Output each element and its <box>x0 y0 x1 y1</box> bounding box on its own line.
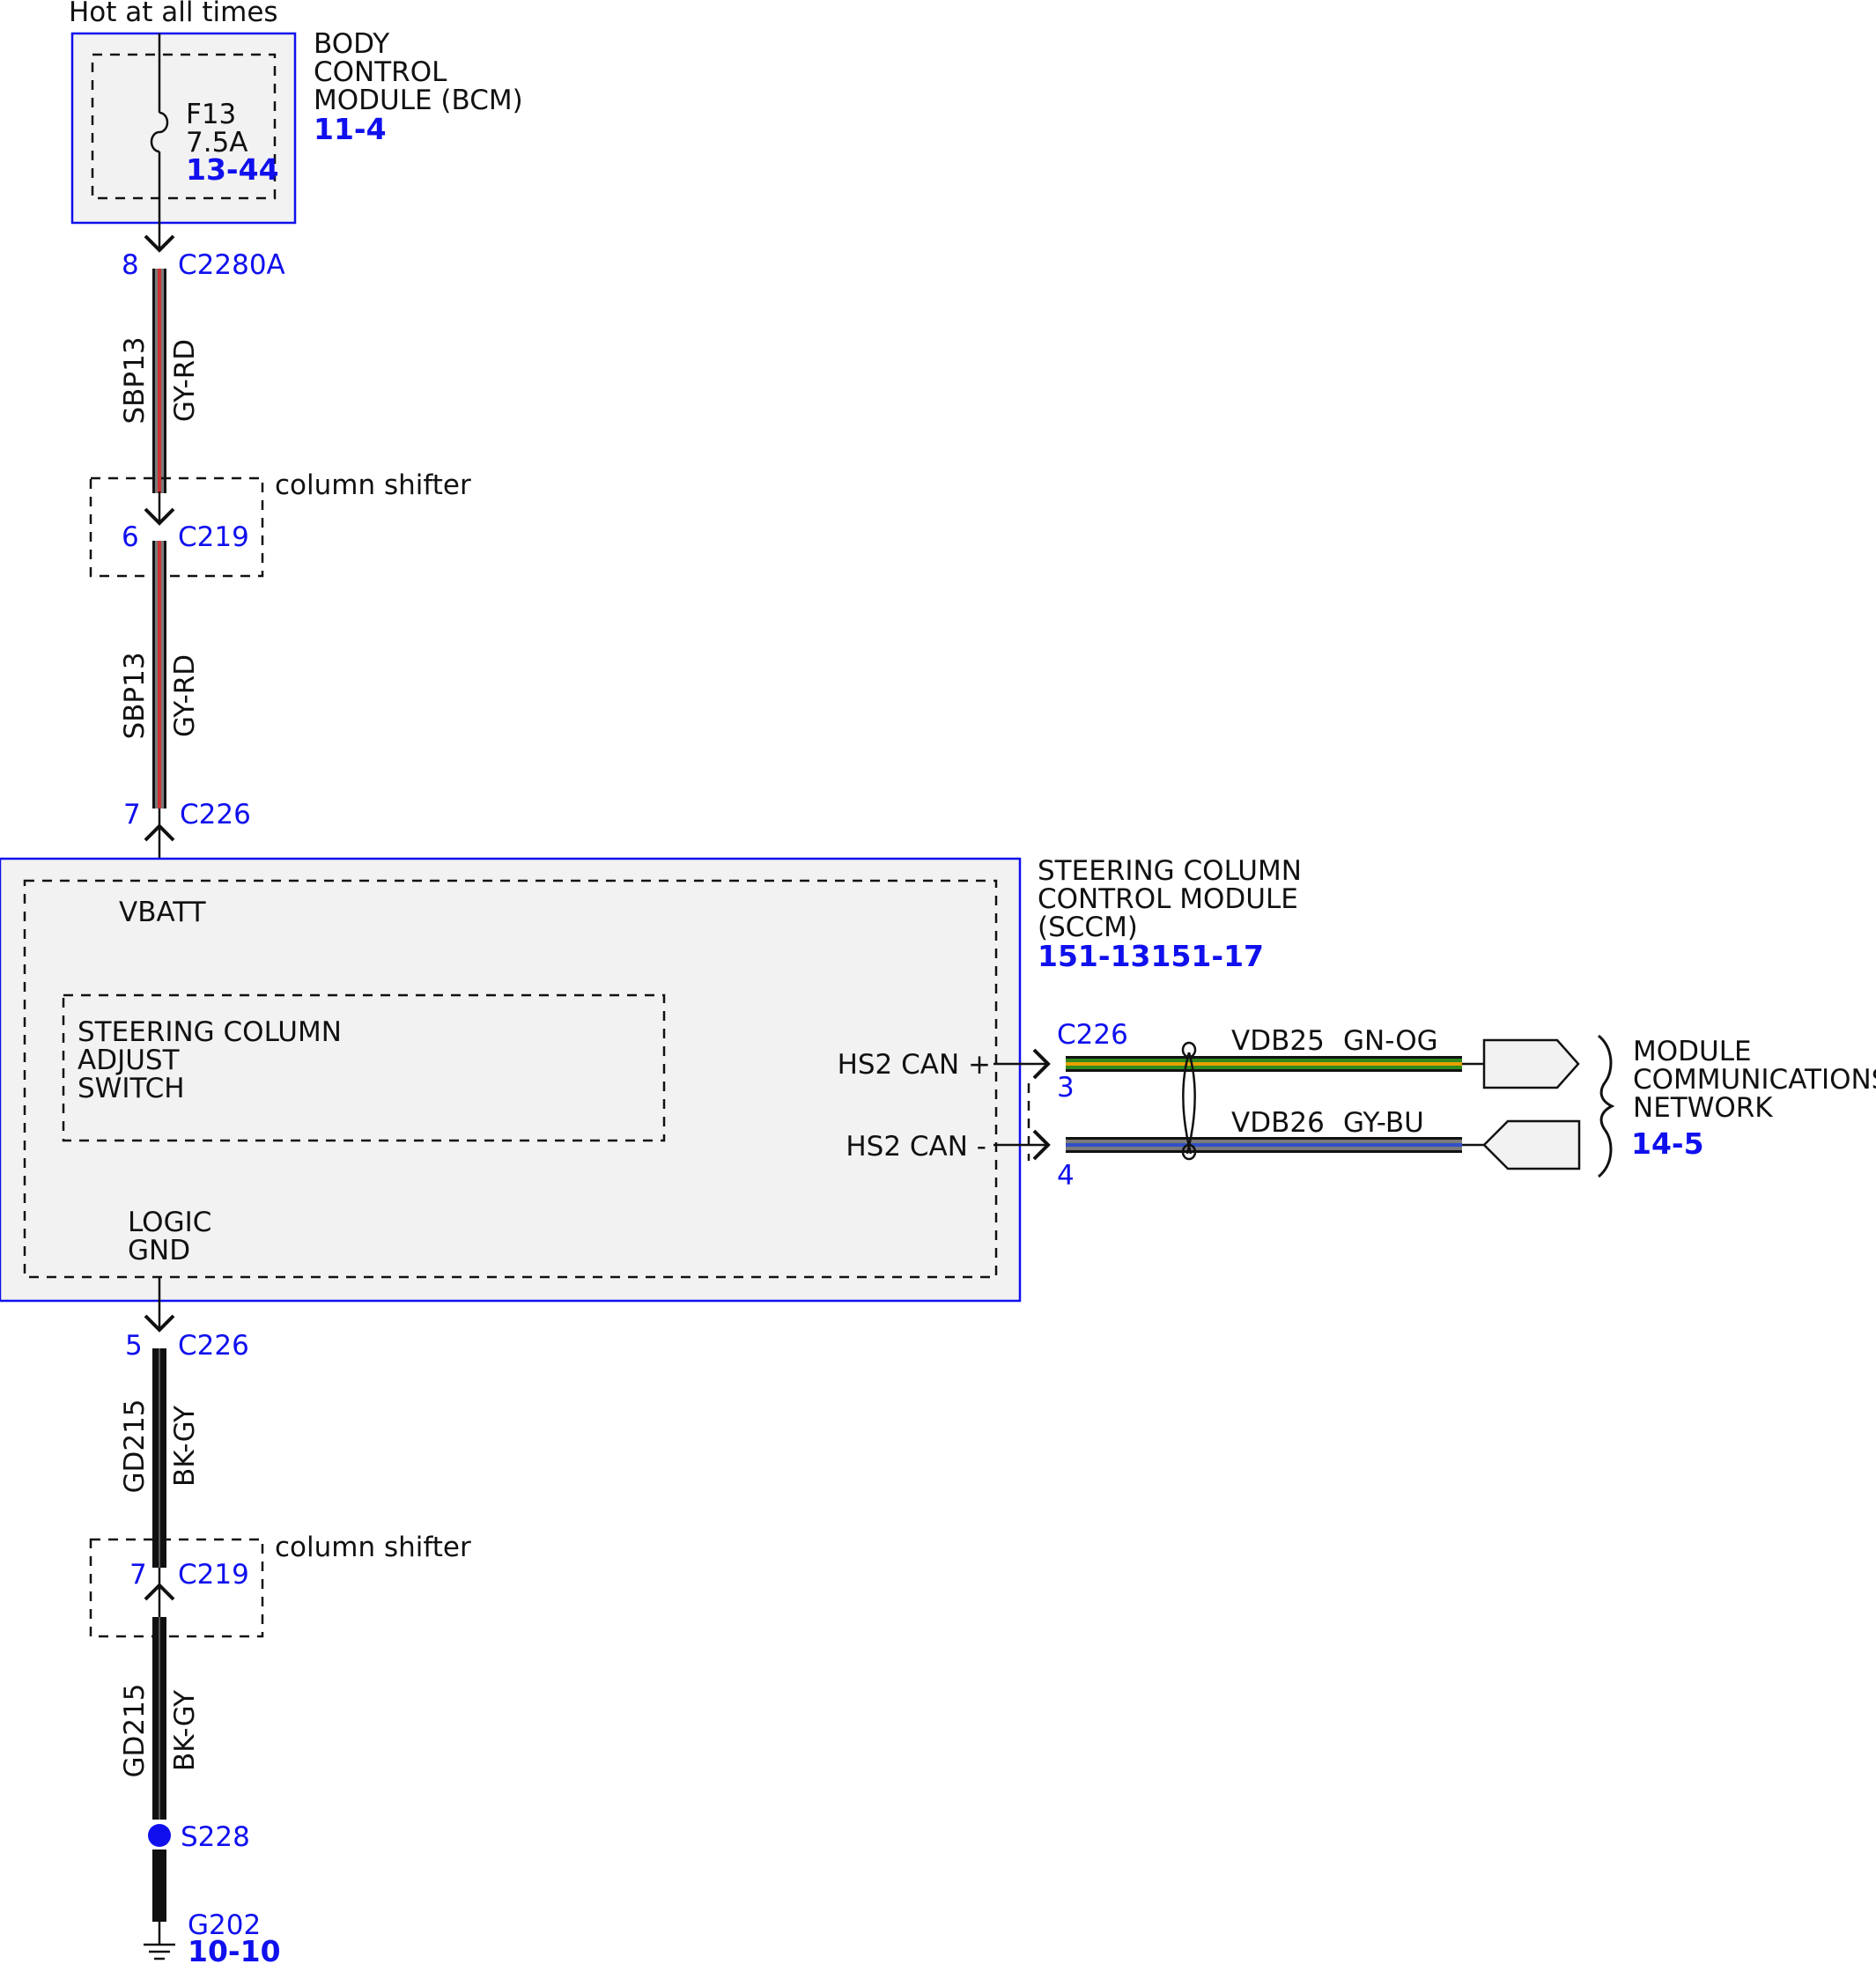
fuse-rating: 7.5A <box>186 127 248 159</box>
wire-sbp13-color-1: GY-RD <box>169 339 201 422</box>
wire-vdb26-color: GY-BU <box>1343 1107 1424 1139</box>
fuse-ref-link[interactable]: 13-44 <box>186 152 279 187</box>
sccm-box <box>0 857 1022 1303</box>
c226-bottom-pin: 5 <box>125 1330 143 1362</box>
c226-right-label: C226 <box>1057 1019 1128 1051</box>
sccm-ref-link[interactable]: 151-13151-17 <box>1038 939 1264 973</box>
c226-pin3: 3 <box>1057 1072 1075 1104</box>
column-shifter-box-top <box>89 476 264 578</box>
column-shifter-label-bottom: column shifter <box>275 1532 471 1563</box>
bcm-inner-box <box>91 53 277 200</box>
hs2-can-minus-label: HS2 CAN - <box>846 1131 986 1163</box>
column-shifter-box-bottom <box>89 1538 264 1638</box>
connector-c226-pin3-icon <box>1032 1048 1051 1080</box>
c219-top-pin: 6 <box>122 521 139 553</box>
bcm-ref-link[interactable]: 11-4 <box>314 112 387 146</box>
connector-c226-pin4-icon <box>1032 1129 1051 1161</box>
wire-ground-segment[interactable] <box>152 1850 166 1922</box>
sccm-vbatt-label: VBATT <box>119 897 207 928</box>
ground-g202-label: G202 <box>188 1909 261 1941</box>
ground-icon <box>144 1922 175 1960</box>
twisted-pair-icon <box>1181 1041 1197 1161</box>
wire-gd215-circuit-1: GD215 <box>119 1399 151 1493</box>
power-label: Hot at all times <box>69 0 278 28</box>
network-name-line-1: MODULE <box>1633 1036 1752 1067</box>
c219-bottom-label: C219 <box>178 1559 249 1591</box>
ground-ref-link[interactable]: 10-10 <box>188 1934 281 1964</box>
c226-pin4: 4 <box>1057 1160 1075 1192</box>
connector-arrow-out-icon[interactable] <box>1482 1038 1580 1089</box>
c226-top-label: C226 <box>180 799 251 831</box>
adjust-switch-line-1: STEERING COLUMN <box>78 1016 342 1048</box>
c2280a-pin: 8 <box>122 249 139 281</box>
fuse-id: F13 <box>186 99 236 130</box>
bcm-box <box>70 32 297 225</box>
connector-c226-bottom-icon <box>144 1314 175 1333</box>
c226-bottom-label: C226 <box>178 1330 249 1362</box>
wire-gd215-color-2: BK-GY <box>169 1690 201 1771</box>
column-shifter-label-top: column shifter <box>275 469 471 501</box>
connector-c2280a-icon <box>144 234 175 253</box>
hs2-can-plus-label: HS2 CAN + <box>838 1049 991 1081</box>
c219-bottom-pin: 7 <box>129 1559 147 1591</box>
connector-arrow-in-icon[interactable] <box>1482 1119 1581 1170</box>
c226-top-pin: 7 <box>123 799 141 831</box>
sccm-inner-box <box>23 879 998 1279</box>
wire-sbp13-segment-2[interactable] <box>152 541 166 808</box>
connector-c226-top-icon <box>144 823 175 842</box>
wire-vdb25-color: GN-OG <box>1343 1025 1438 1057</box>
wire-vdb26-circuit: VDB26 <box>1231 1107 1325 1139</box>
network-name-line-3: NETWORK <box>1633 1092 1773 1124</box>
wire-sbp13-circuit-1: SBP13 <box>119 336 151 424</box>
network-name-line-2: COMMUNICATIONS <box>1633 1064 1876 1096</box>
logic-gnd-line-2: GND <box>128 1235 190 1266</box>
sccm-name-line-3: (SCCM) <box>1038 912 1138 943</box>
wire-sbp13-circuit-2: SBP13 <box>119 652 151 739</box>
wire-vdb25[interactable] <box>1066 1056 1462 1072</box>
sccm-name-line-2: CONTROL MODULE <box>1038 883 1298 915</box>
wire-vdb25-circuit: VDB25 <box>1231 1025 1325 1057</box>
wire-sbp13-color-2: GY-RD <box>169 654 201 737</box>
connector-c219-top-icon <box>144 507 175 526</box>
logic-gnd-line-1: LOGIC <box>128 1207 211 1238</box>
adjust-switch-box <box>62 993 666 1142</box>
splice-s228-dot[interactable] <box>148 1824 171 1847</box>
fuse-icon <box>150 111 169 153</box>
splice-s228-label: S228 <box>181 1821 250 1853</box>
connector-c219-bottom-icon <box>144 1583 175 1601</box>
bcm-name-line-2: CONTROL <box>314 56 447 88</box>
wire-gd215-color-1: BK-GY <box>169 1406 201 1487</box>
adjust-switch-line-3: SWITCH <box>78 1073 185 1104</box>
network-ref-link[interactable]: 14-5 <box>1631 1126 1704 1161</box>
bcm-name-line-3: MODULE (BCM) <box>314 85 523 116</box>
wire-sbp13-segment-1[interactable] <box>152 269 166 493</box>
bcm-name-line-1: BODY <box>314 28 389 60</box>
sccm-name-line-1: STEERING COLUMN <box>1038 855 1302 887</box>
c219-top-label: C219 <box>178 521 249 553</box>
adjust-switch-line-2: ADJUST <box>78 1045 181 1076</box>
curly-brace-icon <box>1597 1034 1615 1178</box>
wire-vdb26[interactable] <box>1066 1137 1462 1153</box>
wire-gd215-circuit-2: GD215 <box>119 1683 151 1777</box>
c2280a-label: C2280A <box>178 249 285 281</box>
